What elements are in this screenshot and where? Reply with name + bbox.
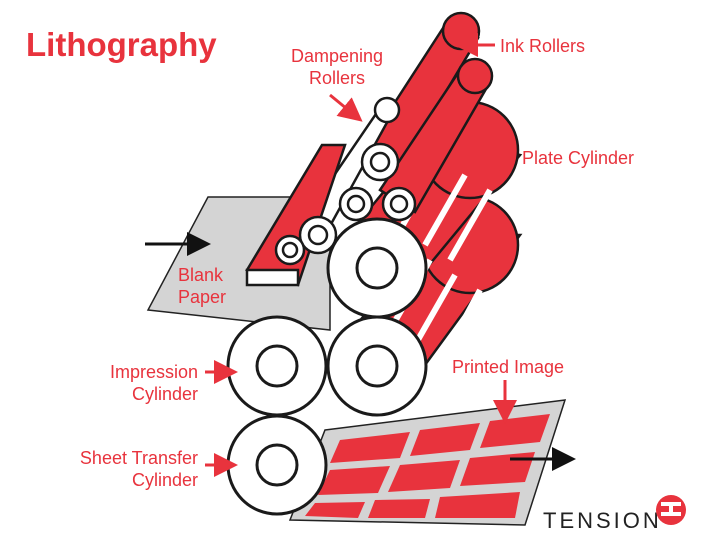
lower-right-cylinder [326,315,428,417]
label-sheet-transfer-1: Sheet Transfer [80,448,198,468]
label-dampening-1: Dampening [291,46,383,66]
label-printed-image: Printed Image [452,357,564,377]
roller-ends [274,142,417,266]
upper-cylinder [326,217,428,319]
sheet-transfer-cylinder [226,414,328,516]
label-blank-2: Paper [178,287,226,307]
label-sheet-transfer-2: Cylinder [132,470,198,490]
label-impression-1: Impression [110,362,198,382]
cylinders-front [226,217,428,516]
label-blank-1: Blank [178,265,224,285]
arrows [145,33,576,477]
logo-text: TENSION [543,508,662,533]
label-plate-cylinder: Plate Cylinder [522,148,634,168]
label-impression-2: Cylinder [132,384,198,404]
printed-sheet [288,399,567,526]
label-ink-rollers: Ink Rollers [500,36,585,56]
impression-cylinder [226,315,328,417]
tension-logo: TENSION [543,495,686,533]
title: Lithography [26,26,217,63]
label-dampening-2: Rollers [309,68,365,88]
